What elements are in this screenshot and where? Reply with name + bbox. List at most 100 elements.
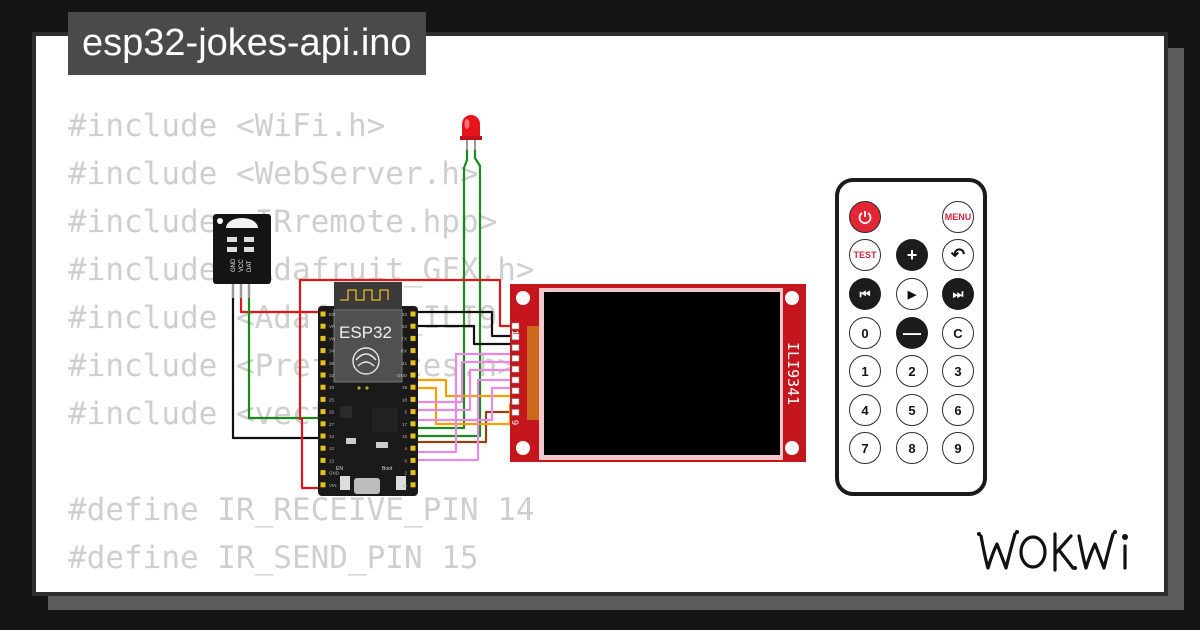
esp32-pin[interactable] (320, 470, 326, 476)
esp32-pin[interactable] (320, 335, 326, 341)
code-line: #include <IRremote.hpp> (68, 204, 498, 240)
esp32-pin-label: GND (329, 471, 340, 476)
minus-button[interactable]: — (896, 317, 928, 349)
esp32-pin[interactable] (320, 396, 326, 402)
esp32-pin[interactable] (410, 384, 416, 390)
esp32-pin-label: RX (401, 349, 407, 354)
esp32-pin[interactable] (320, 482, 326, 488)
plus-button[interactable]: + (896, 239, 928, 271)
esp32-pin-label: 2 (404, 471, 407, 476)
back-button[interactable]: ↶ (942, 239, 974, 271)
led-red[interactable] (460, 115, 482, 150)
esp32-pin[interactable] (410, 470, 416, 476)
esp32-pin[interactable] (320, 348, 326, 354)
num-5-button[interactable]: 5 (896, 394, 928, 426)
esp32-pin-label: 19 (402, 385, 408, 390)
esp32-pin[interactable] (320, 409, 326, 415)
tft-pin[interactable] (511, 376, 520, 384)
num-9-button[interactable]: 9 (942, 432, 974, 464)
esp32-pin[interactable] (410, 433, 416, 439)
ir-remote[interactable]: MENU TEST + ↶ ⏮ ▶ ⏭ 0 — C 1 2 3 4 5 6 7 … (835, 178, 987, 496)
test-button[interactable]: TEST (849, 239, 881, 271)
ir-pin-dat: DAT (247, 260, 253, 272)
esp32-pin-label: 5 (404, 410, 407, 415)
esp32-pin[interactable] (320, 457, 326, 463)
esp32-pin[interactable] (320, 360, 326, 366)
esp32-en-label: EN (336, 466, 343, 472)
esp32-pin-label: 27 (329, 422, 335, 427)
esp32-board[interactable]: ESP32 Boot EN ENVPVN34353233252627141213… (318, 282, 418, 496)
tft-display[interactable]: 1 9 ILI9341 (510, 284, 806, 462)
esp32-pin[interactable] (410, 445, 416, 451)
wire-led-anode (414, 150, 469, 430)
tft-pin-header[interactable] (511, 322, 520, 416)
play-button[interactable]: ▶ (896, 278, 928, 310)
esp32-pin-label: EN (329, 312, 335, 317)
code-line: #include <WebServer.h> (68, 156, 479, 192)
tft-pin[interactable] (511, 333, 520, 341)
esp32-pin-label: TX (401, 336, 407, 341)
esp32-pin[interactable] (410, 348, 416, 354)
esp32-pin[interactable] (320, 384, 326, 390)
wire-tft-gnd (414, 310, 512, 338)
esp32-pin[interactable] (410, 396, 416, 402)
esp32-pin[interactable] (320, 445, 326, 451)
esp32-pin[interactable] (410, 311, 416, 317)
esp32-pin[interactable] (320, 421, 326, 427)
num-3-button[interactable]: 3 (942, 355, 974, 387)
esp32-pin[interactable] (320, 323, 326, 329)
prev-button[interactable]: ⏮ (849, 278, 881, 310)
num-7-button[interactable]: 7 (849, 432, 881, 464)
esp32-pin[interactable] (410, 335, 416, 341)
tft-pin[interactable] (511, 398, 520, 405)
num-6-button[interactable]: 6 (942, 394, 974, 426)
esp32-pin[interactable] (410, 482, 416, 488)
power-button[interactable] (849, 201, 881, 233)
tft-pin[interactable] (511, 355, 520, 362)
esp32-pin[interactable] (410, 409, 416, 415)
num-2-button[interactable]: 2 (896, 355, 928, 387)
esp32-pin-label: GND (397, 373, 408, 378)
esp32-pin-label: 32 (329, 373, 335, 378)
wokwi-logo (977, 530, 1128, 572)
esp32-pin[interactable] (410, 323, 416, 329)
esp32-pin-label: 22 (402, 324, 408, 329)
esp32-pin[interactable] (320, 372, 326, 378)
wire-ir-gnd (231, 298, 322, 440)
esp32-pin-label: 17 (402, 422, 408, 427)
esp32-pin-label: VP (329, 324, 335, 329)
wire-led-cathode (414, 150, 482, 438)
esp32-pin[interactable] (320, 433, 326, 439)
num-0-button[interactable]: 0 (849, 317, 881, 349)
tft-pin[interactable] (511, 322, 520, 330)
num-1-button[interactable]: 1 (849, 355, 881, 387)
tft-pin[interactable] (511, 344, 520, 351)
ir-receiver-module[interactable]: GND VCC DAT (213, 214, 271, 298)
wire-tft-led (414, 410, 512, 444)
tft-label: ILI9341 (784, 342, 802, 405)
tft-pin[interactable] (511, 387, 520, 395)
esp32-pin[interactable] (320, 311, 326, 317)
esp32-pin-label: 35 (329, 361, 335, 366)
ir-pin-vcc: VCC (239, 259, 245, 272)
tft-pin-first: 1 (510, 330, 520, 335)
next-button[interactable]: ⏭ (942, 278, 974, 310)
project-title[interactable]: esp32-jokes-api.ino (68, 12, 426, 75)
wire-ir-vcc (239, 298, 322, 314)
wire-ir-dat (247, 298, 322, 420)
esp32-pin[interactable] (410, 457, 416, 463)
c-button[interactable]: C (942, 317, 974, 349)
esp32-pin[interactable] (410, 372, 416, 378)
esp32-pin[interactable] (410, 421, 416, 427)
tft-pin[interactable] (511, 409, 520, 416)
num-8-button[interactable]: 8 (896, 432, 928, 464)
menu-button[interactable]: MENU (942, 201, 974, 233)
code-line: #include <vector> (68, 396, 386, 432)
esp32-pin-label: 13 (329, 458, 335, 463)
num-4-button[interactable]: 4 (849, 394, 881, 426)
tft-pin[interactable] (511, 365, 520, 373)
esp32-pin[interactable] (410, 360, 416, 366)
